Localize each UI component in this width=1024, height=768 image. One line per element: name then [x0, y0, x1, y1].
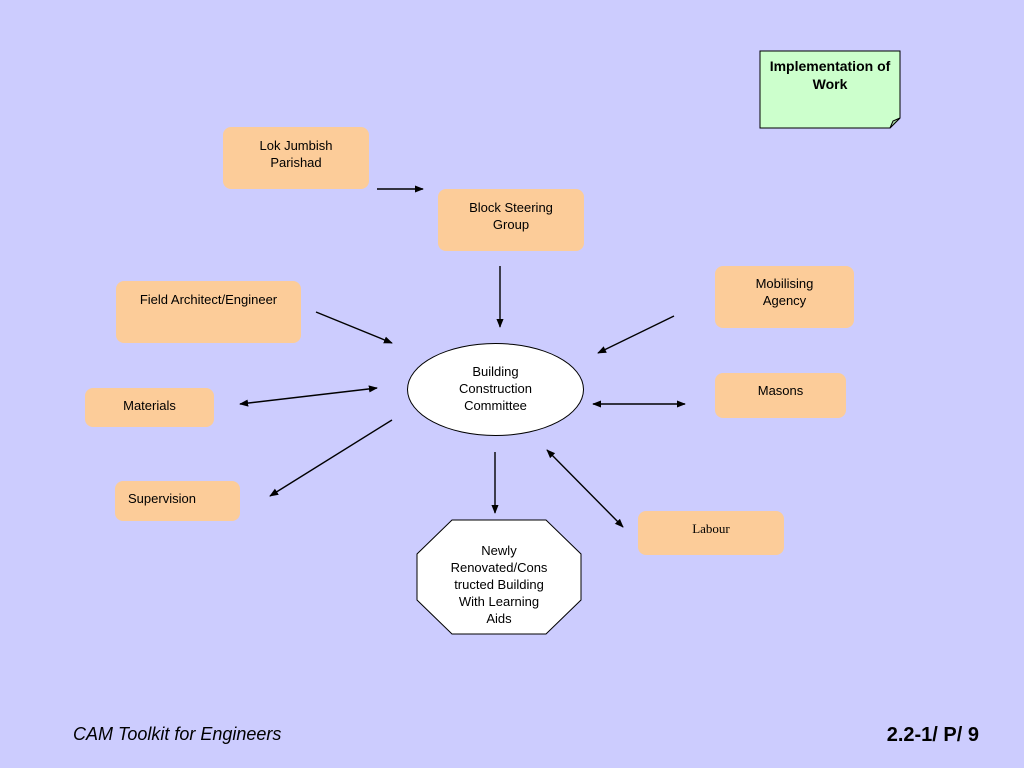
note-text: Implementation of Work — [769, 58, 891, 92]
materials-label: Materials — [123, 398, 176, 413]
block-steering-label: Block Steering Group — [469, 200, 553, 232]
mobilising-agency-box: Mobilising Agency — [715, 266, 854, 328]
implementation-note: Implementation of Work — [760, 57, 900, 93]
arrow-labour-committee — [546, 449, 624, 528]
masons-label: Masons — [757, 383, 804, 398]
arrow-materials-committee — [239, 385, 378, 407]
masons-box: Masons — [715, 373, 846, 418]
building-octagon-shape — [416, 519, 582, 635]
building-committee-ellipse: Building Construction Committee — [407, 343, 584, 436]
arrow-field-to-committee — [315, 311, 393, 344]
page-number: 2.2-1/ P/ 9 — [886, 724, 979, 746]
field-architect-label: Field Architect/Engineer — [139, 292, 278, 307]
supervision-box: Supervision — [115, 481, 240, 521]
building-octagon-text: Newly Renovated/Cons tructed Building Wi… — [418, 542, 580, 627]
building-committee-label: Building Construction Committee — [459, 364, 532, 413]
block-steering-box: Block Steering Group — [438, 189, 584, 251]
labour-label: Labour — [692, 521, 730, 536]
lok-jumbish-label: Lok Jumbish Parishad — [259, 138, 333, 170]
mobilising-agency-label: Mobilising Agency — [755, 276, 814, 308]
field-architect-box: Field Architect/Engineer — [116, 281, 301, 343]
lok-jumbish-box: Lok Jumbish Parishad — [223, 127, 369, 189]
supervision-label: Supervision — [128, 491, 196, 506]
labour-box: Labour — [638, 511, 784, 555]
arrow-committee-to-supervision — [269, 419, 393, 497]
arrow-mobilising-to-committee — [597, 315, 675, 354]
materials-box: Materials — [85, 388, 214, 427]
note-fold — [889, 117, 901, 129]
building-octagon-label: Newly Renovated/Cons tructed Building Wi… — [450, 543, 548, 626]
footer-title: CAM Toolkit for Engineers — [73, 724, 282, 744]
